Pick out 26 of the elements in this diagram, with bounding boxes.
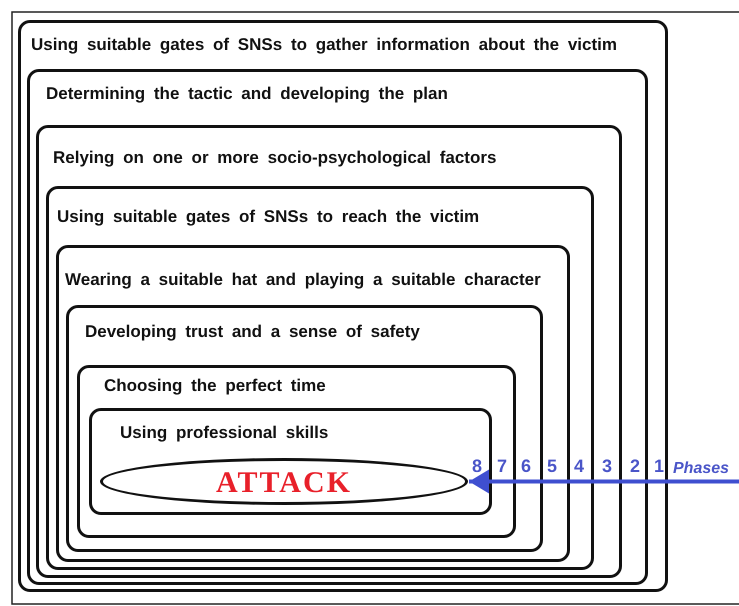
- phase-label: Using suitable gates of SNSs to gather information about the victim: [31, 35, 617, 55]
- attack-label: ATTACK: [215, 466, 353, 500]
- phase-label: Relying on one or more socio-psychological factors: [53, 148, 496, 168]
- phase-label: Using professional skills: [120, 423, 328, 443]
- phase-box: [77, 365, 516, 538]
- phase-label: Determining the tactic and developing the plan: [46, 84, 448, 104]
- phase-number: 1: [654, 456, 664, 477]
- phase-number: 7: [497, 456, 508, 477]
- phase-box: [89, 408, 492, 515]
- phase-label: Choosing the perfect time: [104, 376, 326, 396]
- phase-label: Using suitable gates of SNSs to reach the victim: [57, 207, 480, 227]
- phase-label: Developing trust and a sense of safety: [85, 322, 420, 342]
- phase-box: [56, 245, 570, 562]
- phase-box: [66, 305, 543, 552]
- phase-number: 6: [521, 456, 532, 477]
- phase-number: 3: [602, 456, 612, 477]
- phase-label: Wearing a suitable hat and playing a suitable character: [65, 270, 541, 290]
- phase-number: 4: [574, 456, 584, 477]
- axis-label: Phases: [673, 460, 730, 478]
- phase-number: 5: [547, 456, 558, 477]
- attack-ellipse: [100, 458, 468, 505]
- phase-box: [46, 186, 594, 570]
- arrow: [469, 470, 739, 494]
- phase-number: 2: [630, 456, 640, 477]
- phase-box: [36, 125, 622, 578]
- phase-number: 8: [472, 456, 482, 477]
